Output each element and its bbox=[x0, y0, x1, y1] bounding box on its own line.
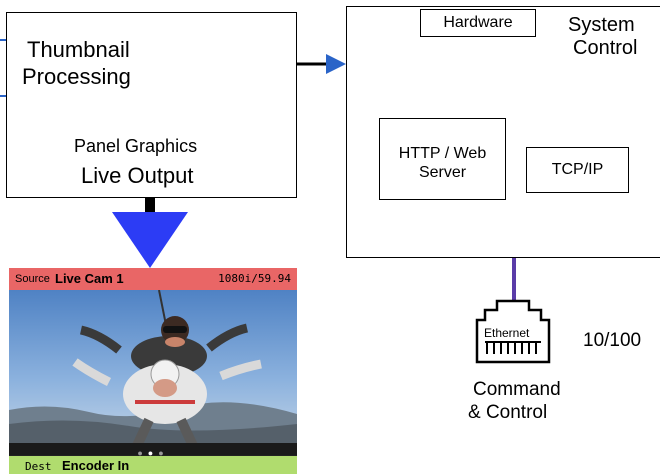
hardware-box: Hardware bbox=[420, 9, 536, 37]
dest-bar: Dest Encoder In bbox=[9, 456, 297, 474]
live-camera-image bbox=[9, 290, 297, 454]
tcp-ip-label: TCP/IP bbox=[551, 161, 604, 178]
source-name: Live Cam 1 bbox=[55, 271, 124, 286]
http-web-server-box: HTTP / Web Server bbox=[379, 118, 506, 200]
thumbnail-processing-box: Thumbnail Processing Panel Graphics Live… bbox=[6, 12, 297, 198]
command-label: Command bbox=[473, 379, 561, 400]
system-title-line1: System bbox=[568, 14, 635, 36]
http-label-line2: Server bbox=[418, 164, 467, 181]
page-dots[interactable]: ●●● bbox=[137, 447, 168, 459]
page-dots-strip: ●●● bbox=[9, 443, 297, 458]
ethernet-jack-label: Ethernet bbox=[484, 326, 530, 340]
panel-graphics-label: Panel Graphics bbox=[74, 136, 198, 156]
source-bar: Source Live Cam 1 1080i/59.94 bbox=[9, 268, 297, 290]
http-label-line1: HTTP / Web bbox=[398, 145, 487, 162]
page-dot[interactable]: ● bbox=[158, 448, 169, 458]
ethernet-speed-label: 10/100 bbox=[583, 330, 642, 351]
page-dot[interactable]: ● bbox=[137, 448, 148, 458]
system-title-line2: Control bbox=[573, 37, 638, 59]
control-label: & Control bbox=[468, 402, 548, 423]
live-output-label: Live Output bbox=[81, 163, 194, 188]
dest-prefix: Dest bbox=[25, 460, 52, 473]
panel-preview: Source Live Cam 1 1080i/59.94 bbox=[9, 268, 297, 474]
thumbnail-title-line1: Thumbnail bbox=[27, 37, 130, 62]
thumbnail-to-system-arrow bbox=[326, 54, 346, 74]
thumbnail-to-panel-arrow bbox=[112, 212, 188, 268]
format-label: 1080i/59.94 bbox=[218, 272, 291, 285]
dest-name: Encoder In bbox=[62, 458, 130, 473]
tcp-ip-box: TCP/IP bbox=[526, 147, 629, 193]
page-dot[interactable]: ● bbox=[147, 448, 159, 458]
source-prefix: Source bbox=[15, 273, 50, 285]
thumbnail-title-line2: Processing bbox=[22, 64, 131, 89]
ethernet-port-icon bbox=[475, 299, 551, 364]
hardware-label: Hardware bbox=[443, 14, 513, 31]
